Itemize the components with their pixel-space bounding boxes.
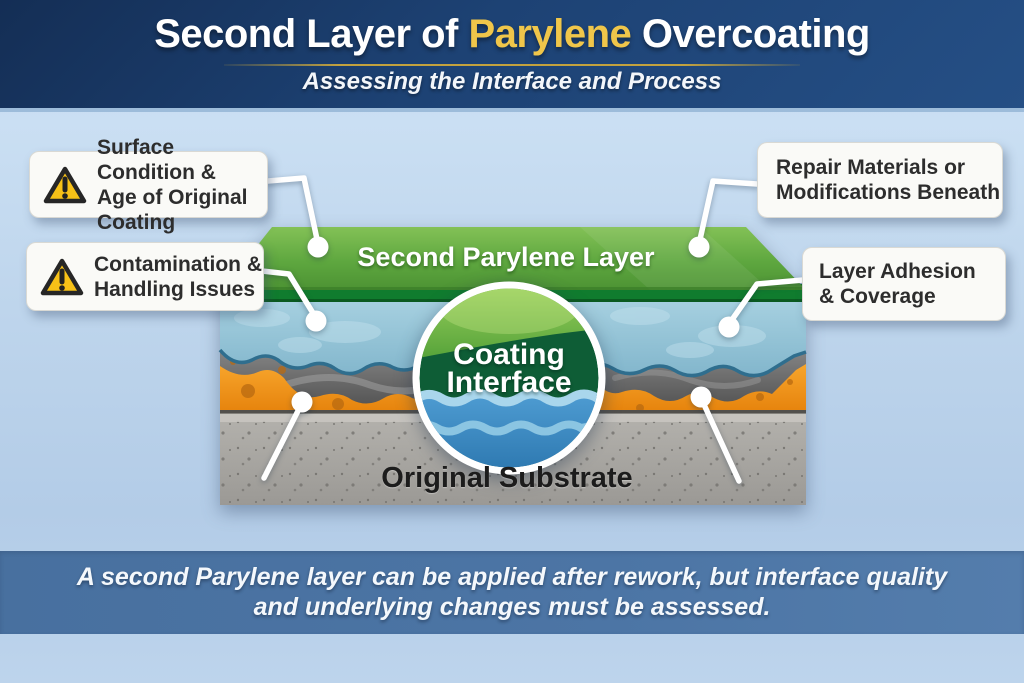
connector-layer-adhesion <box>726 277 806 327</box>
callout-line: Contamination & <box>94 252 262 276</box>
warning-triangle-icon <box>43 166 87 203</box>
connector-dots <box>291 236 740 413</box>
circle-second-wave <box>419 420 599 436</box>
second-parylene-layer-label: Second Parylene Layer <box>357 242 655 272</box>
callout-line: Surface Condition & <box>97 135 216 184</box>
interface-circle <box>412 281 606 475</box>
callout-line: Age of Original Coating <box>97 185 248 234</box>
footer-caption-band: A second Parylene layer can be applied a… <box>0 551 1024 634</box>
callout-layer-adhesion: Layer Adhesion & Coverage <box>802 247 1006 321</box>
callout-text: Contamination & Handling Issues <box>94 252 262 302</box>
callout-text: Layer Adhesion & Coverage <box>819 259 976 309</box>
title-part1: Second Layer of <box>154 12 458 56</box>
footer-caption-line2: and underlying changes must be assessed. <box>253 593 771 621</box>
warning-triangle-icon <box>40 258 84 295</box>
circle-blue-sea <box>419 394 599 468</box>
header-banner: Second Layer of Parylene Overcoating Ass… <box>0 0 1024 112</box>
title-part2: Overcoating <box>641 12 870 56</box>
green-sheen <box>580 227 770 290</box>
callout-line: Layer Adhesion <box>819 260 976 283</box>
coating-interface-line2: Interface <box>446 366 572 399</box>
coating-interface-label: Coating Interface <box>446 338 572 399</box>
connector-substrate-right <box>698 395 742 484</box>
callout-connectors <box>259 175 806 484</box>
callout-line: Handling Issues <box>94 277 256 301</box>
page-subtitle: Assessing the Interface and Process <box>302 68 722 95</box>
callout-surface-condition: Surface Condition & Age of Original Coat… <box>29 136 268 234</box>
connector-surface-condition <box>265 175 321 247</box>
callout-contamination: Contamination & Handling Issues <box>26 242 264 311</box>
callout-line: & Coverage <box>819 285 936 308</box>
footer-caption-line1: A second Parylene layer can be applied a… <box>76 563 948 591</box>
title-highlight: Parylene <box>457 12 642 56</box>
connector-substrate-left <box>261 400 305 481</box>
second-parylene-layer <box>222 227 806 290</box>
callout-line: Modifications Beneath <box>776 181 1001 204</box>
connector-repair-materials <box>696 178 760 247</box>
callout-text: Repair Materials or Modifications Beneat… <box>776 155 1000 205</box>
original-substrate-label: Original Substrate <box>381 462 633 494</box>
coating-interface-line1: Coating <box>453 338 565 371</box>
circle-shoreline-wave <box>419 389 599 407</box>
callout-text: Surface Condition & Age of Original Coat… <box>97 135 267 235</box>
page-title: Second Layer of Parylene Overcoating <box>0 12 1024 57</box>
title-underline <box>224 64 800 66</box>
callout-line: Repair Materials or <box>776 156 966 179</box>
connector-contamination <box>259 268 319 321</box>
callout-repair-materials: Repair Materials or Modifications Beneat… <box>757 142 1003 218</box>
